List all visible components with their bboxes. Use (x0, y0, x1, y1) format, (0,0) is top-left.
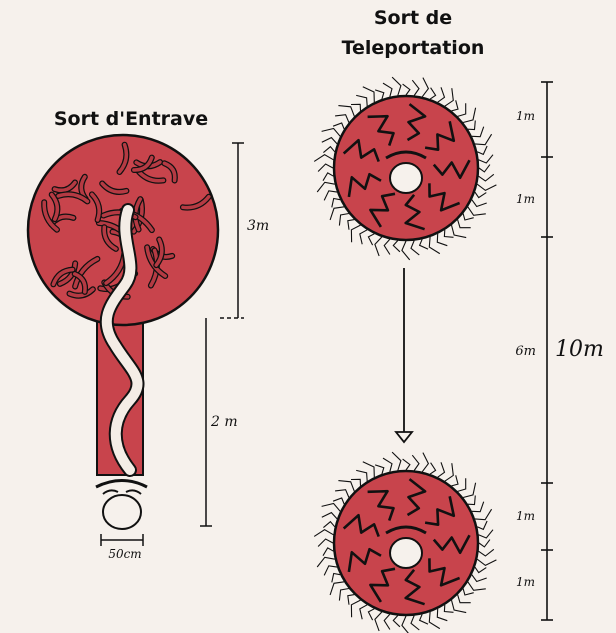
dimension-beam-label: 2 m (210, 414, 238, 430)
teleport-destination-portal (314, 452, 496, 633)
teleport-origin-portal (314, 77, 496, 260)
entrave-figure (96, 481, 147, 530)
dimension-bottom-inner-label: 1m (516, 509, 535, 523)
dimension-top-inner-label: 1m (516, 192, 535, 206)
dimension-gap-label: 6m (515, 344, 536, 359)
dimension-width-label: 50cm (108, 547, 141, 561)
teleport-title-line2: Teleportation (342, 37, 485, 59)
dimension-top-outer-label: 1m (516, 109, 535, 123)
dimension-bottom-outer-label: 1m (516, 575, 535, 589)
dimension-total-label: 10m (555, 337, 604, 362)
entrave-zone (28, 135, 218, 475)
teleport-arrow-head (396, 432, 412, 442)
entrave-title: Sort d'Entrave (54, 108, 208, 130)
teleport-title-line1: Sort de (374, 7, 452, 29)
dimension-circle-label: 3m (247, 218, 269, 234)
